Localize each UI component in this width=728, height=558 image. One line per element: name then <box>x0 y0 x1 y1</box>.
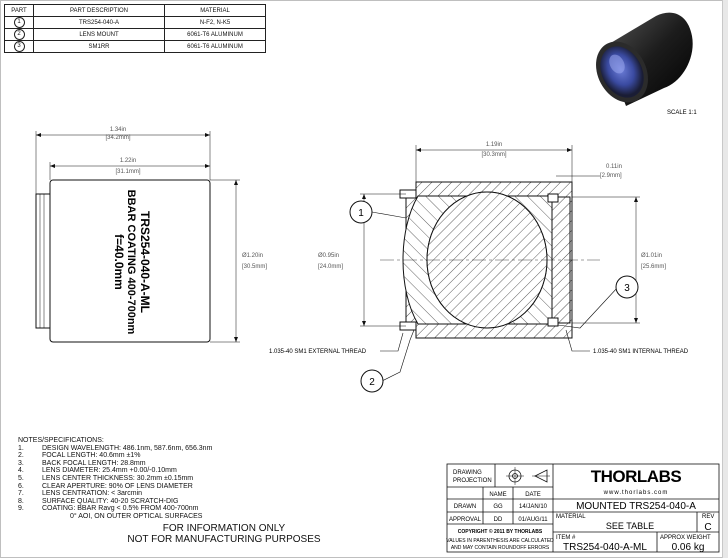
window-scroll-edge <box>722 0 728 558</box>
dim-lip-mm: [2.9mm] <box>600 173 622 179</box>
engraving-line-1: TRS254-040-A-ML <box>138 211 152 313</box>
material-value: SEE TABLE <box>606 521 654 531</box>
internal-thread-label: 1.035-40 SM1 INTERNAL THREAD <box>593 349 689 355</box>
list-item: 5.LENS CENTER THICKNESS: 30.2mm ±0.15mm <box>18 474 194 482</box>
side-view <box>35 131 240 343</box>
scale-label: SCALE 1:1 <box>667 110 697 116</box>
disclaimer-line-1: FOR INFORMATION ONLY <box>162 523 286 534</box>
engraving-line-3: f=40.0mm <box>112 234 126 290</box>
approval-name: DD <box>494 517 503 523</box>
external-thread-label: 1.035-40 SM1 EXTERNAL THREAD <box>269 349 367 355</box>
drawing-title: MOUNTED TRS254-040-A <box>576 501 696 512</box>
list-item: 6.CLEAR APERTURE: 90% OF LENS DIAMETER <box>18 482 193 490</box>
values-note-1: VALUES IN PARENTHESIS ARE CALCULATED <box>446 538 554 544</box>
part-number-badge: 2 <box>13 29 25 40</box>
dim-overall-length-mm: [34.2mm] <box>105 135 130 141</box>
weight-value: 0.06 kg <box>672 542 705 553</box>
list-item: 8.SURFACE QUALITY: 40-20 SCRATCH-DIG <box>18 497 179 505</box>
section-view <box>360 145 640 383</box>
rev-label: REV <box>702 514 714 520</box>
engraving-line-2: BBAR COATING 400-700nm <box>125 190 137 335</box>
list-item: 3.BACK FOCAL LENGTH: 28.8mm <box>18 459 146 467</box>
notes-specifications: NOTES/SPECIFICATIONS: 1.DESIGN WAVELENGT… <box>18 437 212 521</box>
list-item: 2.FOCAL LENGTH: 40.6mm ±1% <box>18 452 141 460</box>
title-block <box>446 463 720 553</box>
thorlabs-logo: THORLABS <box>591 467 682 486</box>
projection-label-2: PROJECTION <box>453 478 492 484</box>
product-render <box>596 12 693 107</box>
dim-body-length: 1.22in <box>120 158 136 164</box>
callout-3: 3 <box>615 275 639 299</box>
dim-left-diameter: Ø0.95in <box>318 253 339 259</box>
part-number-badge: 1 <box>13 17 25 28</box>
website: www.thorlabs.com <box>603 490 669 496</box>
col-name-header: NAME <box>489 492 506 498</box>
list-item: 4.LENS DIAMETER: 25.4mm +0.00/-0.10mm <box>18 467 177 475</box>
disclaimer-line-2: NOT FOR MANUFACTURING PURPOSES <box>127 534 321 545</box>
item-label: ITEM # <box>556 535 576 541</box>
callout-1: 1 <box>349 200 373 224</box>
svg-text:1: 1 <box>358 208 364 219</box>
parts-table: PART PART DESCRIPTION MATERIAL 1 TRS254-… <box>4 4 266 53</box>
rev-value: C <box>704 522 711 533</box>
approval-label: APPROVAL <box>449 517 482 523</box>
table-row: 3 SM1RR 6061-T6 ALUMINUM <box>4 40 266 53</box>
list-item: 9.COATING: BBAR Ravg < 0.5% FROM 400-700… <box>18 505 199 513</box>
dim-diameter-mm: [30.5mm] <box>242 264 267 270</box>
notes-title: NOTES/SPECIFICATIONS: <box>18 437 104 444</box>
svg-text:2: 2 <box>369 377 375 388</box>
callout-2: 2 <box>360 369 384 393</box>
part-material: 6061-T6 ALUMINUM <box>164 40 266 53</box>
approval-date: 01/AUG/11 <box>518 517 548 523</box>
dim-right-diameter: Ø1.01in <box>641 253 662 259</box>
projection-label-1: DRAWING <box>453 470 482 476</box>
list-item: 0° AOI, ON OUTER OPTICAL SURFACES <box>70 512 203 520</box>
dim-right-diameter-mm: [25.6mm] <box>641 264 666 270</box>
dim-section-length-mm: [30.3mm] <box>481 152 506 158</box>
dim-lip: 0.11in <box>606 164 622 170</box>
col-date-header: DATE <box>525 492 541 498</box>
list-item: 7.LENS CENTRATION: < 3arcmin <box>18 490 143 498</box>
material-label: MATERIAL <box>556 514 586 520</box>
svg-text:3: 3 <box>624 283 630 294</box>
weight-label: APPROX WEIGHT <box>660 535 711 541</box>
list-item: 1.DESIGN WAVELENGTH: 486.1nm, 587.6nm, 6… <box>18 444 213 452</box>
dim-left-diameter-mm: [24.0mm] <box>318 264 343 270</box>
table-row: 2 LENS MOUNT 6061-T6 ALUMINUM <box>4 28 266 41</box>
dim-body-length-mm: [31.1mm] <box>115 169 140 175</box>
item-value: TRS254-040-A-ML <box>563 542 647 553</box>
values-note-2: AND MAY CONTAIN ROUNDOFF ERRORS <box>451 545 550 551</box>
engraving-text: TRS254-040-A-ML BBAR COATING 400-700nm f… <box>112 190 152 335</box>
part-number-badge: 3 <box>13 41 25 52</box>
drawn-name: GG <box>493 504 503 510</box>
drawn-label: DRAWN <box>454 504 476 510</box>
dim-section-length: 1.19in <box>486 142 502 148</box>
drawn-date: 14/JAN/10 <box>519 504 548 510</box>
dim-overall-length: 1.34in <box>110 127 126 133</box>
disclaimer: FOR INFORMATION ONLY NOT FOR MANUFACTURI… <box>118 523 330 545</box>
dim-diameter: Ø1.20in <box>242 253 263 259</box>
copyright: COPYRIGHT © 2011 BY THORLABS <box>458 528 543 535</box>
